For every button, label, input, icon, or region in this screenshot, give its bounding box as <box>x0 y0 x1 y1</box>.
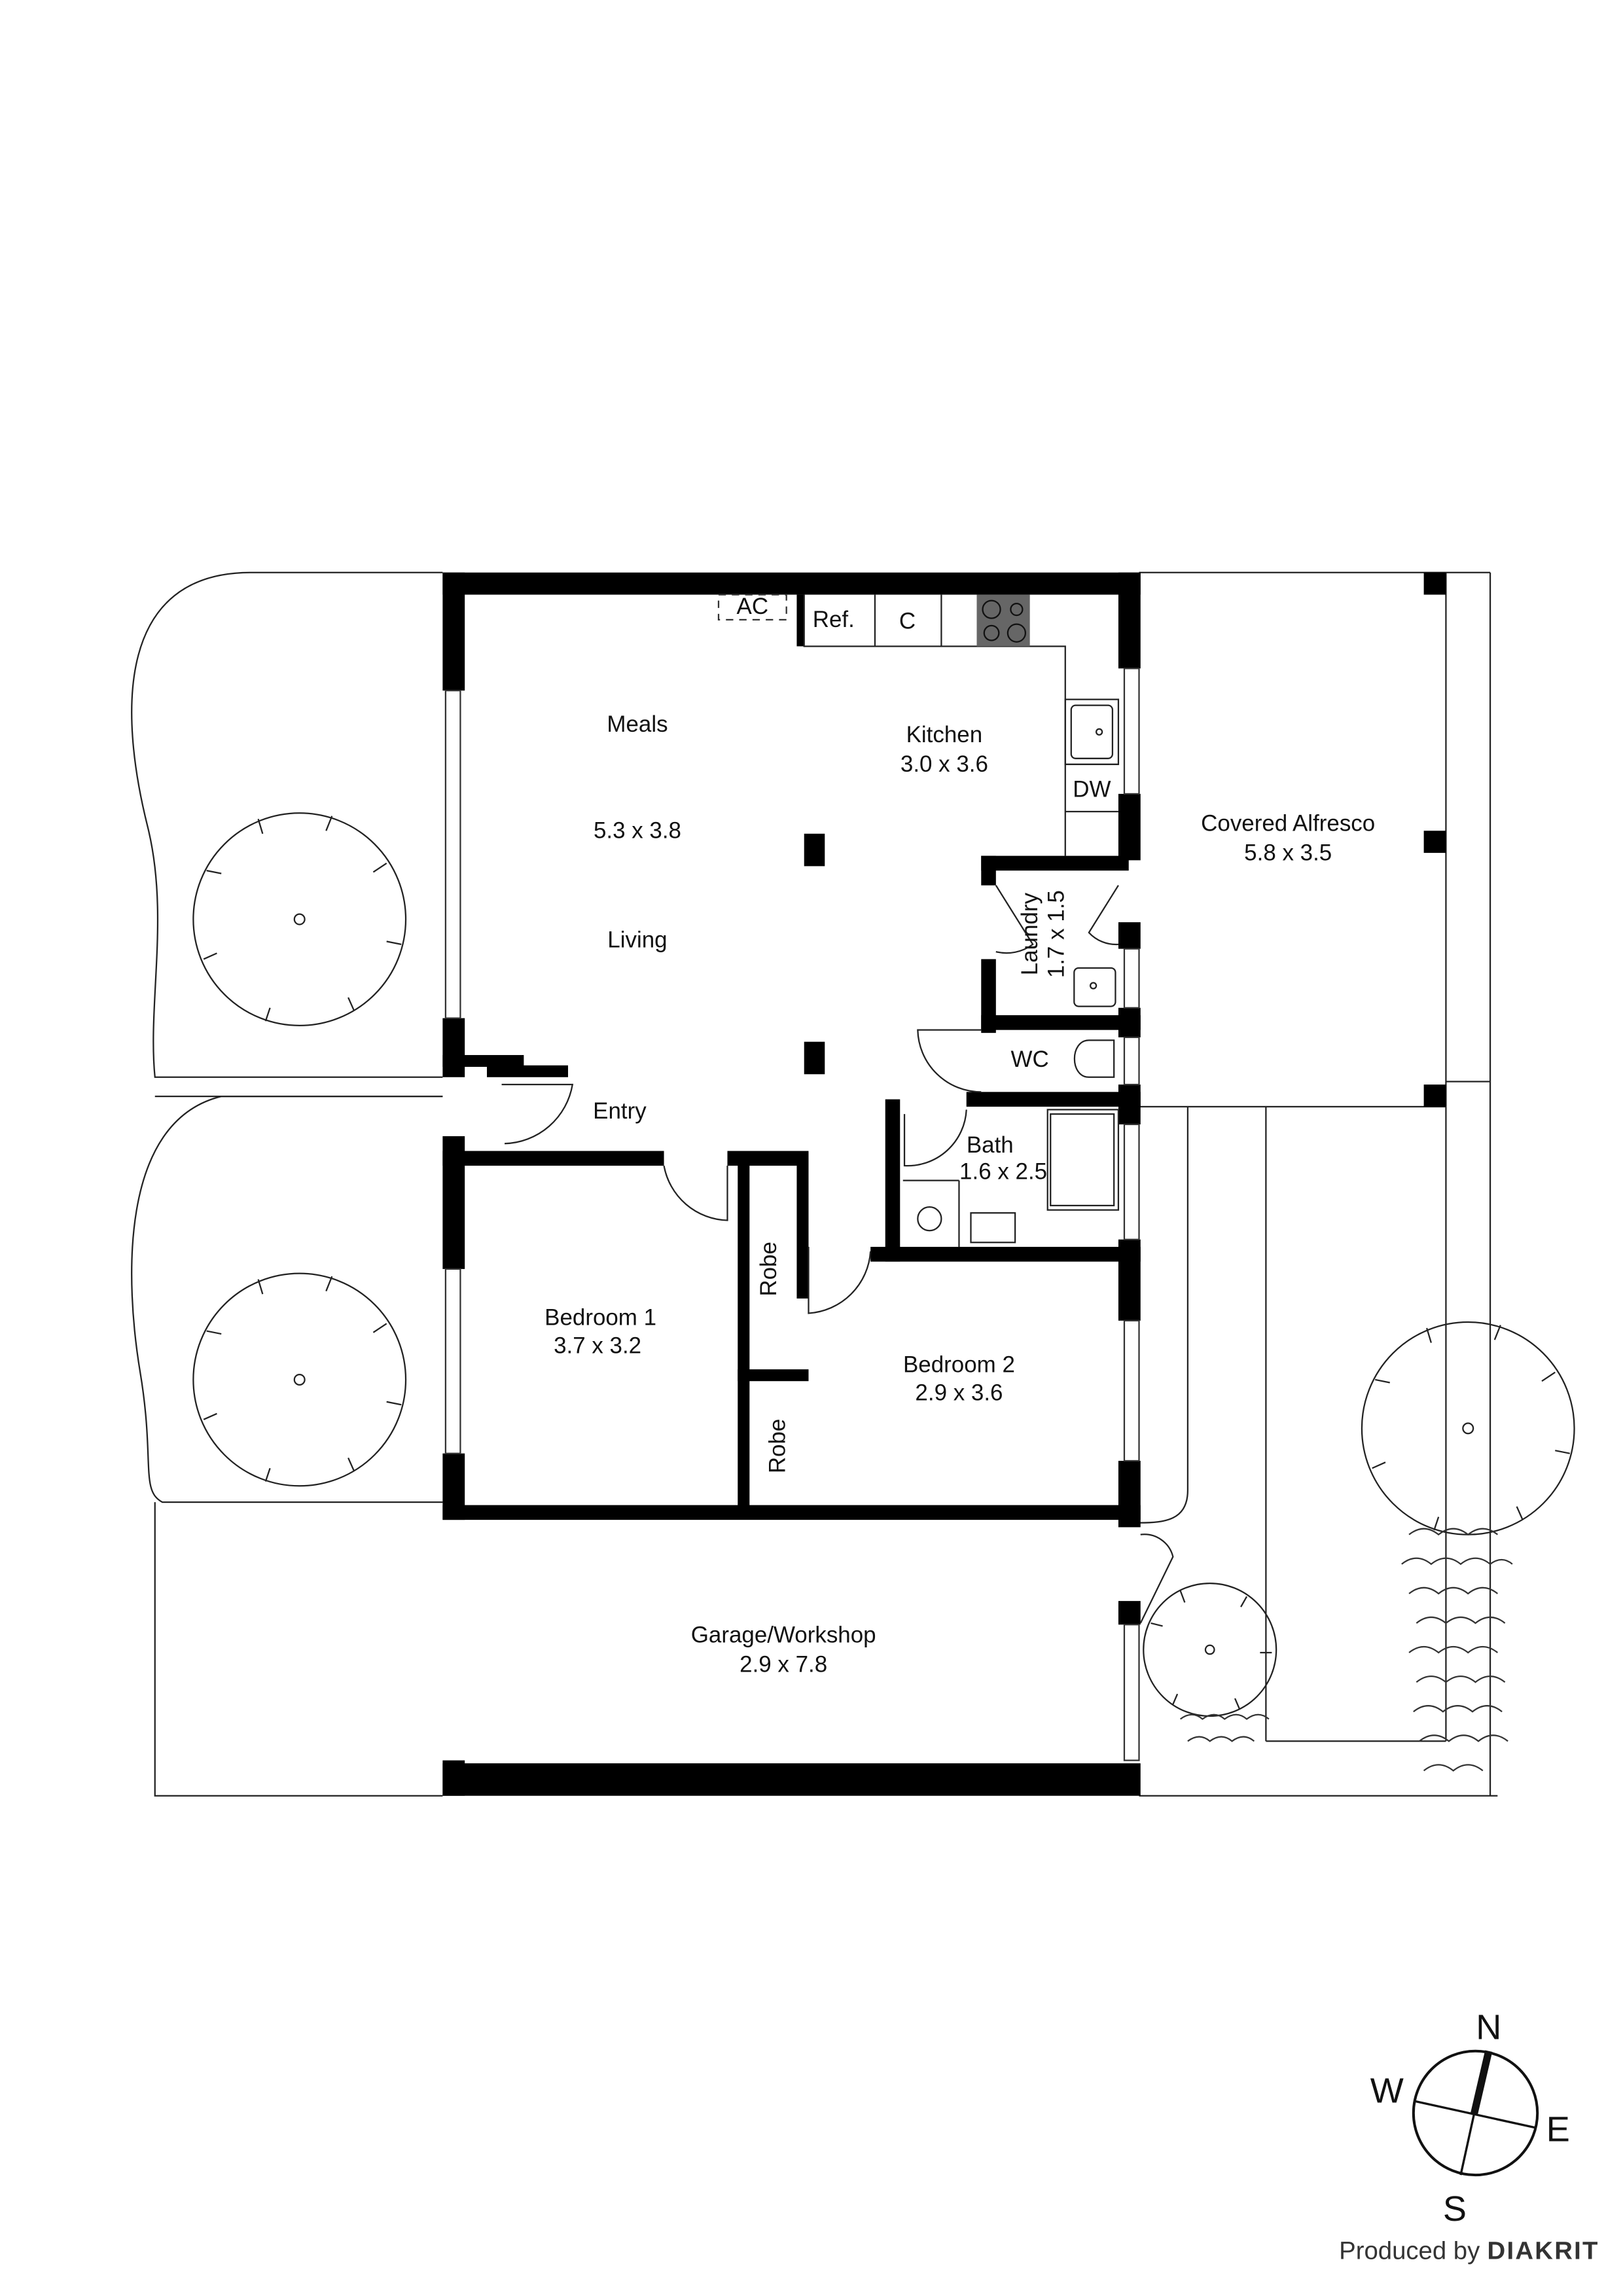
kitchen-bench <box>803 594 1120 856</box>
tree-icon <box>1143 1582 1277 1717</box>
tree-icon <box>1361 1321 1575 1535</box>
bathtub-icon <box>1046 1109 1120 1211</box>
room-name-meals: Meals <box>607 711 668 737</box>
tree-icon <box>192 812 407 1027</box>
toilet-icon <box>1073 1039 1115 1078</box>
credit-prefix: Produced by <box>1339 2237 1480 2265</box>
tree-icon <box>192 1272 407 1487</box>
site-outline <box>131 571 1498 1797</box>
room-name-kitchen: Kitchen <box>906 722 983 747</box>
room-dims-garage: 2.9 x 7.8 <box>740 1651 827 1677</box>
compass-north: N <box>1476 2008 1501 2047</box>
ac-unit-icon <box>717 594 787 621</box>
dishwasher-label: DW <box>1073 776 1111 802</box>
cooktop-icon <box>976 594 1030 647</box>
room-dims-bedroom-1: 3.7 x 3.2 <box>554 1333 641 1358</box>
room-name-wc: WC <box>1011 1047 1049 1072</box>
room-name-bedroom-1: Bedroom 1 <box>544 1305 656 1331</box>
room-name-bath: Bath <box>967 1132 1014 1158</box>
room-dims-bedroom-2: 2.9 x 3.6 <box>915 1380 1003 1406</box>
sink-icon <box>1070 704 1116 1007</box>
room-dims-kitchen: 3.0 x 3.6 <box>901 751 988 777</box>
ac-label: AC <box>737 594 769 619</box>
room-dims-meals-living: 5.3 x 3.8 <box>594 818 681 844</box>
room-name-bedroom-2: Bedroom 2 <box>903 1352 1015 1378</box>
compass-icon: N E S W <box>1370 2008 1570 2229</box>
room-name-laundry: Laundry <box>1017 892 1043 975</box>
windows <box>444 668 1140 1761</box>
room-dims-bath: 1.6 x 2.5 <box>959 1158 1047 1184</box>
door-swings <box>501 885 1174 1624</box>
room-name-robe-2: Robe <box>764 1419 790 1474</box>
credit: Produced by DIAKRIT <box>1339 2237 1599 2265</box>
room-name-garage: Garage/Workshop <box>691 1622 876 1647</box>
room-name-robe-1: Robe <box>756 1242 781 1297</box>
credit-brand: DIAKRIT <box>1488 2237 1599 2265</box>
room-dims-covered-alfresco: 5.8 x 3.5 <box>1244 840 1332 865</box>
room-dims-laundry: 1.7 x 1.5 <box>1044 890 1069 978</box>
room-name-covered-alfresco: Covered Alfresco <box>1201 810 1375 836</box>
cupboard-label: C <box>899 608 916 634</box>
fridge-label: Ref. <box>813 607 855 632</box>
compass-west: W <box>1370 2072 1404 2111</box>
basin-icon <box>902 1179 1016 1247</box>
room-name-living: Living <box>607 927 667 952</box>
compass-south: S <box>1443 2189 1467 2229</box>
room-labels: Ref. C AC DW Meals 5.3 x 3.8 Living Kitc… <box>544 594 1375 1677</box>
shrub-icon <box>1179 1528 1513 1772</box>
walls <box>442 572 1446 1796</box>
compass-east: E <box>1546 2109 1570 2149</box>
room-name-entry: Entry <box>593 1098 647 1124</box>
